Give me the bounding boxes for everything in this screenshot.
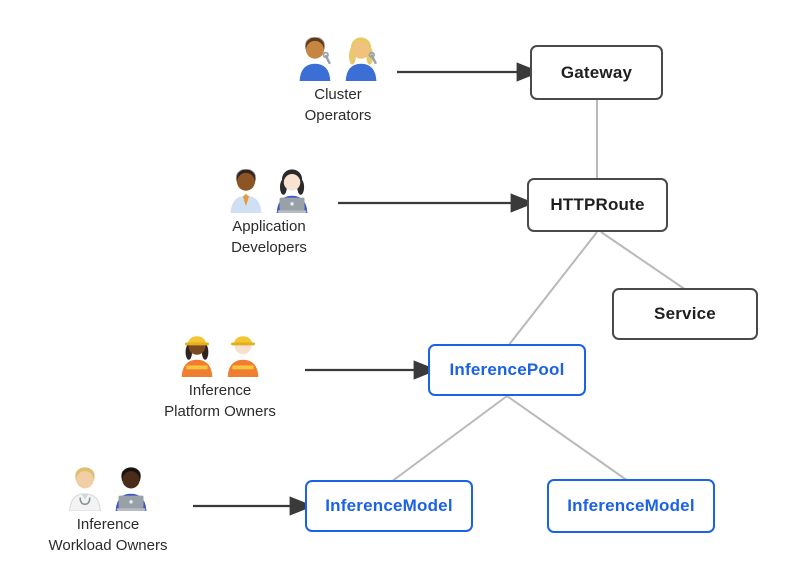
edge-httproute-service: [600, 231, 687, 291]
gateway-node-label: Gateway: [560, 62, 633, 82]
man-mechanic-emoji: [299, 36, 331, 81]
inferencemodel-node-right: InferenceModel: [547, 479, 715, 533]
persona-cluster-operators: Cluster Operators: [258, 33, 418, 127]
health-worker-emoji: [69, 467, 101, 511]
cluster-operators-icons: [299, 36, 377, 81]
edge-httproute-inferencepool: [507, 231, 598, 347]
httproute-node-label: HTTPRoute: [550, 195, 645, 214]
inference-platform-owners-icons: [181, 336, 259, 377]
woman-technologist-emoji: [276, 169, 308, 213]
persona-inference-platform-owners: Inference Platform Owners: [130, 329, 310, 423]
persona-application-developers: Application Developers: [189, 165, 349, 259]
man-construction-worker-emoji: [227, 336, 259, 377]
persona-inference-workload-owners: Inference Workload Owners: [18, 463, 198, 557]
cluster-operators-label: Cluster Operators: [304, 86, 372, 125]
httproute-node: HTTPRoute: [527, 178, 668, 232]
application-developers-icons: [230, 168, 308, 213]
inferencemodel-node-left: InferenceModel: [305, 480, 473, 532]
inference-platform-owners-label: Inference Platform Owners: [164, 382, 276, 421]
inferencepool-node-label: InferencePool: [449, 360, 565, 379]
man-office-worker-emoji: [230, 168, 262, 213]
edge-inferencepool-inferencemodel-a: [390, 395, 508, 483]
inference-workload-owners-icons: [69, 467, 147, 511]
service-node: Service: [612, 288, 758, 340]
gateway-node: Gateway: [530, 45, 663, 100]
woman-construction-worker-emoji: [181, 336, 213, 377]
application-developers-label: Application Developers: [231, 218, 307, 257]
edge-inferencepool-inferencemodel-b: [506, 395, 629, 482]
inferencepool-node: InferencePool: [428, 344, 586, 396]
inferencemodel-node-left-label: InferenceModel: [325, 496, 453, 515]
woman-mechanic-emoji: [345, 37, 377, 81]
inference-workload-owners-label: Inference Workload Owners: [48, 516, 168, 555]
service-node-label: Service: [654, 304, 716, 323]
man-technologist-dark-emoji: [115, 467, 147, 511]
inferencemodel-node-right-label: InferenceModel: [567, 496, 695, 515]
